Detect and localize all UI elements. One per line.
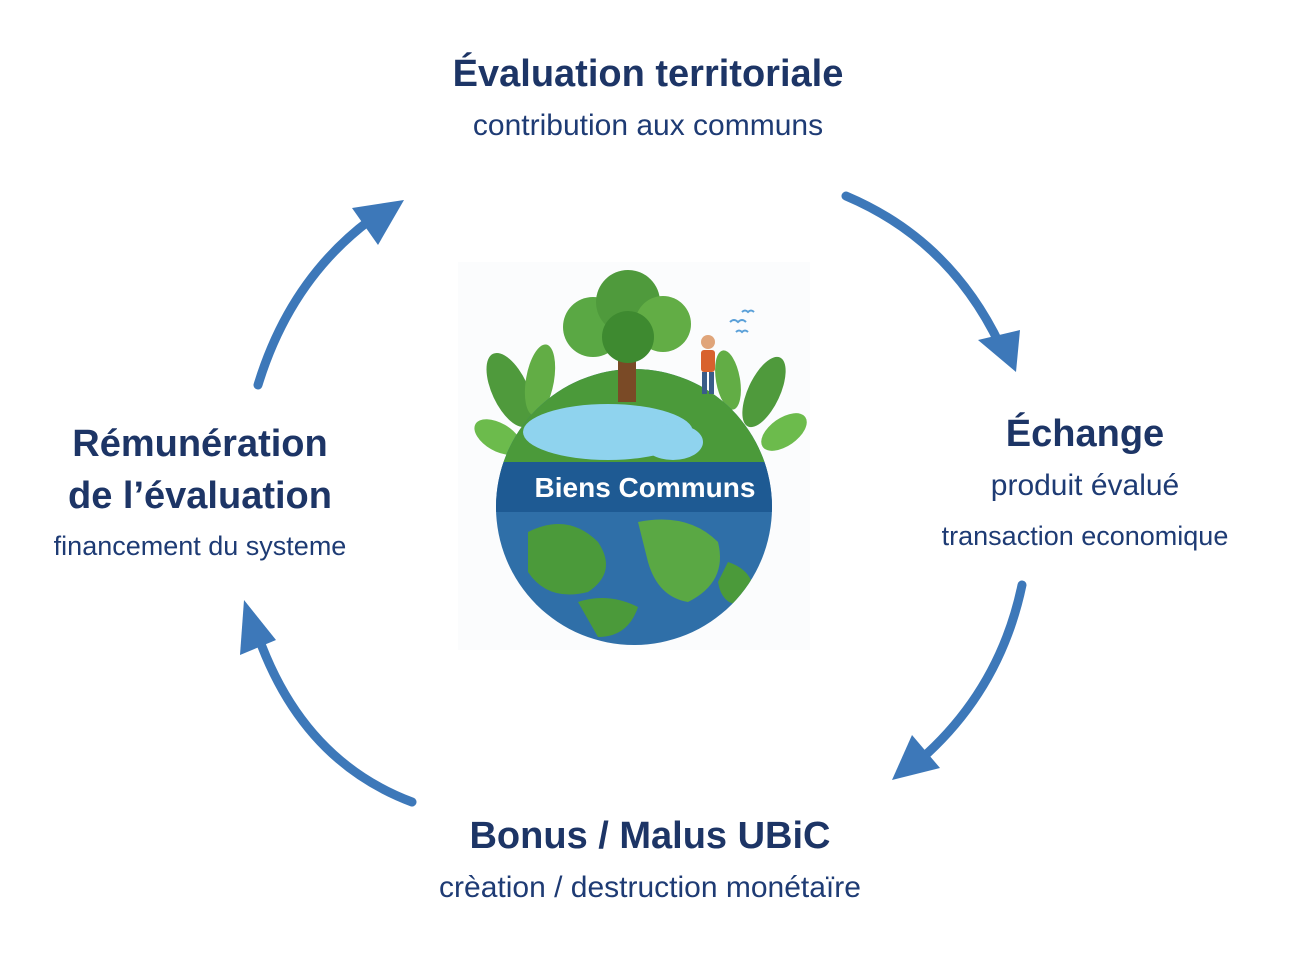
arrow-left-to-top bbox=[253, 200, 404, 390]
node-remuneration: Rémunération de l’évaluation financement… bbox=[0, 418, 400, 570]
node-bonus-malus: Bonus / Malus UBiC crèation / destructio… bbox=[340, 810, 960, 914]
person-icon bbox=[701, 335, 715, 394]
node-title: Échange bbox=[1005, 413, 1165, 455]
node-title-line-2: de l’évaluation bbox=[68, 475, 332, 517]
arrow-icon bbox=[892, 735, 940, 780]
arrow-top-to-right bbox=[841, 191, 1020, 372]
node-subtitle: contribution aux communs bbox=[472, 109, 824, 142]
arrow-icon bbox=[978, 330, 1020, 372]
center-label: Biens Communs bbox=[534, 472, 756, 503]
node-subtitle: crèation / destruction monétaïre bbox=[439, 871, 861, 904]
birds-icon bbox=[729, 309, 755, 334]
node-title: Évaluation territoriale bbox=[452, 53, 844, 95]
arrow-icon bbox=[240, 600, 276, 655]
node-title: Bonus / Malus UBiC bbox=[469, 815, 831, 857]
node-subtitle: produit évalué bbox=[990, 469, 1180, 502]
node-subtitle-2: transaction economique bbox=[941, 521, 1229, 551]
arrow-icon bbox=[352, 200, 404, 245]
node-subtitle: financement du systeme bbox=[53, 531, 347, 561]
node-evaluation-territoriale: Évaluation territoriale contribution aux… bbox=[348, 48, 948, 152]
globe-illustration-icon bbox=[458, 262, 810, 650]
leaf-icon bbox=[474, 344, 807, 455]
arrow-right-to-bottom bbox=[892, 580, 1027, 780]
node-title-line-1: Rémunération bbox=[72, 423, 328, 465]
arrow-bottom-to-left bbox=[240, 600, 417, 807]
node-echange: Échange produit évalué transaction econo… bbox=[900, 408, 1270, 560]
tree-icon bbox=[563, 270, 691, 402]
